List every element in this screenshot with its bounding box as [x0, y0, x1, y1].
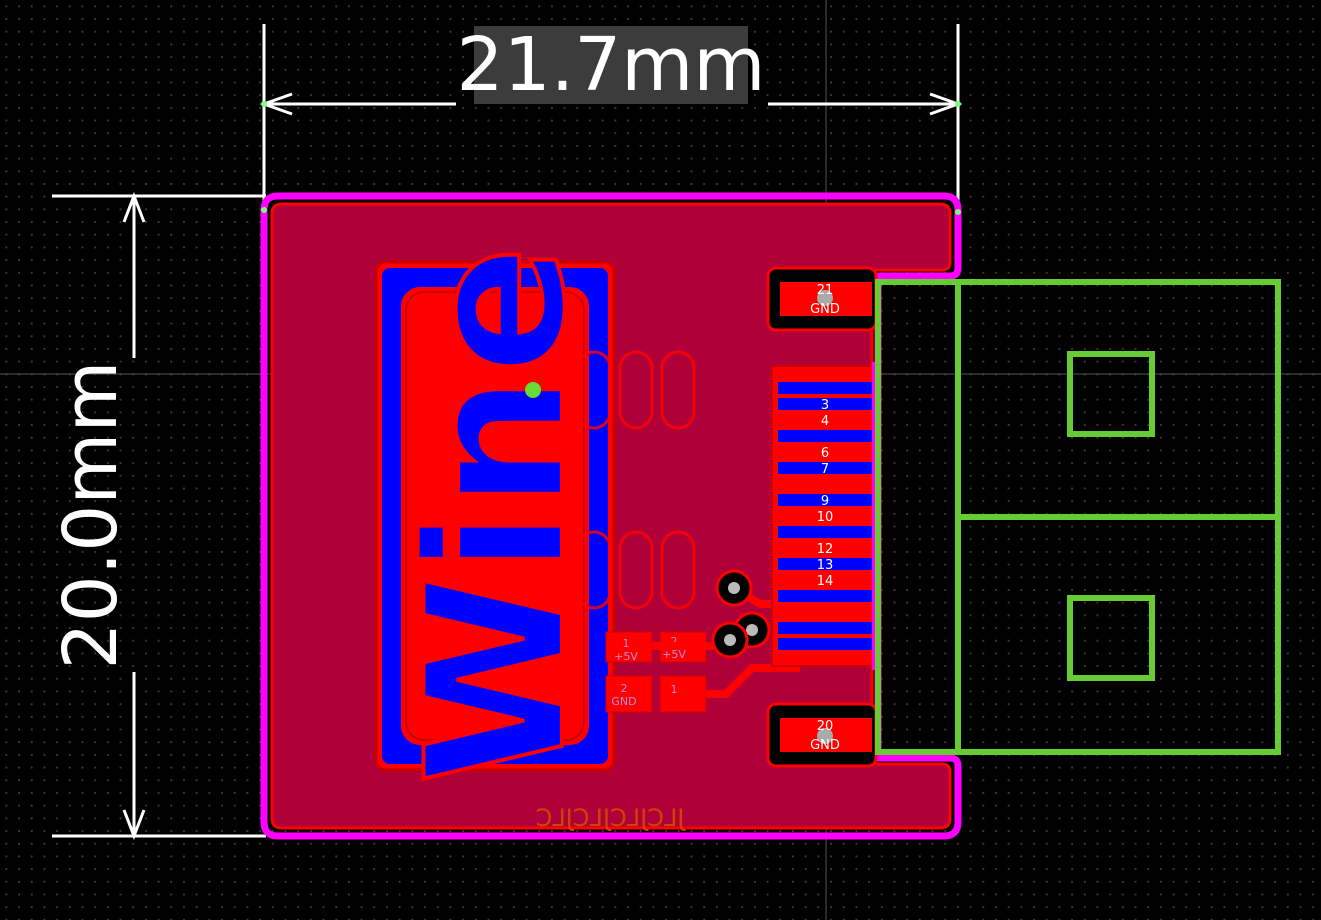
wine-logo[interactable]: Wine	[374, 244, 616, 786]
pad-label-p3-net: GND	[611, 695, 636, 708]
pin-label-14: 14	[817, 574, 834, 589]
pad-label-p4-num: 1	[671, 683, 678, 696]
pad-gnd-2[interactable]	[605, 675, 653, 713]
connector-fingers[interactable]: 3 4 6 7 9 10 12 13 14	[771, 362, 880, 670]
gnd-pad-top[interactable]: 21 GND	[766, 266, 878, 332]
connector-courtyard[interactable]	[875, 279, 1281, 755]
origin-marker	[525, 382, 541, 398]
pad-label-p2-net: +5V	[662, 648, 686, 661]
pad-label-p2-num: 2	[671, 635, 678, 648]
pin-label-13: 13	[817, 558, 834, 573]
courtyard-pad-top	[1067, 351, 1155, 437]
pad-label-p1-num: 1	[623, 637, 630, 650]
snap-point-right	[955, 209, 961, 215]
snap-point-left	[261, 207, 267, 213]
pad-label-p1-net: +5V	[614, 650, 638, 663]
pin-label-9: 9	[821, 494, 829, 509]
width-dimension[interactable]: 21.7mm	[259, 22, 963, 210]
pin-label-12: 12	[817, 542, 834, 557]
width-label-background	[474, 26, 748, 104]
gnd-label-bottom: GND	[810, 738, 840, 753]
gnd-pad-bottom[interactable]: 20 GND	[766, 702, 878, 768]
pin-label-7: 7	[821, 462, 829, 477]
oval-pads	[576, 350, 696, 610]
height-dimension-label: 20.0mm	[48, 361, 134, 670]
gnd-label-top: GND	[810, 302, 840, 317]
wine-logo-text: Wine	[386, 246, 607, 785]
width-dimension-label: 21.7mm	[457, 22, 766, 108]
pin-label-4: 4	[821, 414, 829, 429]
height-dimension[interactable]: 20.0mm	[48, 191, 266, 841]
vias[interactable]	[711, 569, 771, 659]
courtyard-pad-bottom	[1067, 595, 1155, 681]
pin-label-10: 10	[817, 510, 834, 525]
pin-label-6: 6	[821, 446, 829, 461]
pin-label-20: 20	[817, 719, 834, 734]
board-outline[interactable]	[260, 192, 962, 840]
pad-label-p3-num: 2	[621, 682, 628, 695]
bottom-silkscreen-text: JLCJLCJLCJLC	[536, 804, 687, 832]
pin-label-3: 3	[821, 398, 829, 413]
pin-label-21: 21	[817, 283, 834, 298]
pad-1[interactable]	[659, 675, 707, 713]
